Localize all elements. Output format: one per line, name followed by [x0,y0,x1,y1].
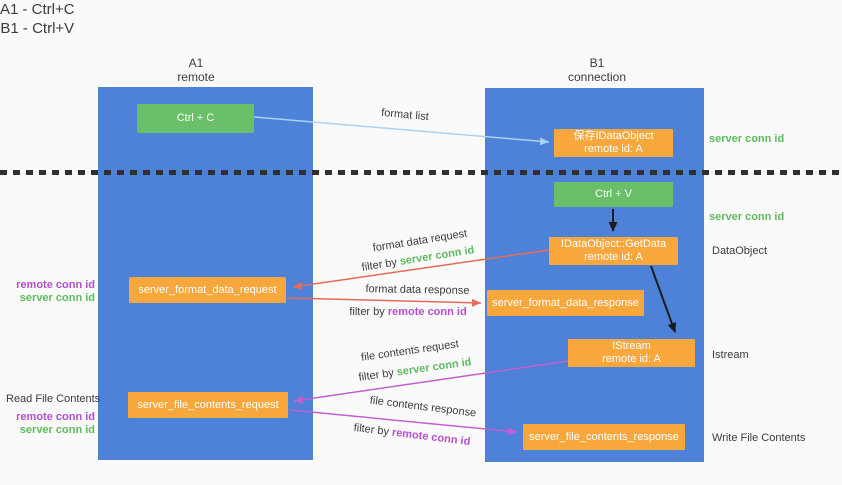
filter-by-prefix: filter by [353,421,393,439]
node-ctrl-c-label: Ctrl + C [176,112,215,124]
filter-by-prefix: filter by [357,366,398,384]
node-idataobject-getdata: IDataObject::GetData remote id: A [549,237,678,265]
annotation-server-conn-id-top: server conn id [709,133,785,145]
node-server-file-contents-request-label: server_file_contents_request [137,398,279,411]
remote-conn-id-text: remote conn id [391,426,471,449]
lifeline-header-b1: B1 connection [489,56,705,84]
annotation-dataobject: DataObject [712,245,768,257]
node-ctrl-c: Ctrl + C [137,104,254,133]
filter-by-prefix: filter by [349,306,388,318]
server-conn-id-text: server conn id [395,356,473,379]
title-line-1: A1 - Ctrl+C [0,1,75,18]
node-ctrl-v-label: Ctrl + V [595,188,632,200]
diagram-title: A1 - Ctrl+C B1 - Ctrl+V [0,0,75,38]
label-filter-by-remote-conn-id-1: filter by remote conn id [338,305,478,319]
node-server-format-data-request-label: server_format_data_request [138,283,277,296]
node-save-idataobject-line2: remote id: A [584,143,643,155]
lifeline-a1-name: A1 [188,56,204,70]
node-getdata-line2: remote id: A [584,251,643,263]
node-istream-line2: remote id: A [602,353,661,365]
node-server-format-data-response-label: server_format_data_response [492,296,639,309]
node-istream: IStream remote id: A [568,339,695,367]
title-line-2: B1 - Ctrl+V [0,20,75,37]
annotation-left-conn-ids-bottom: remote conn id server conn id [0,411,95,437]
annotation-server-conn-id-left-bottom: server conn id [19,424,95,436]
label-file-contents-response: file contents response [369,394,477,420]
node-getdata-line1: IDataObject::GetData [560,238,667,250]
node-server-file-contents-response-label: server_file_contents_response [529,430,679,443]
lifeline-header-a1: A1 remote [88,56,304,84]
node-save-idataobject-line1: 保存IDataObject [573,130,654,142]
node-save-idataobject: 保存IDataObject remote id: A [554,129,673,157]
lifeline-a1-subtitle: remote [177,70,215,84]
label-format-list: format list [380,106,430,124]
label-filter-by-remote-conn-id-2: filter by remote conn id [342,420,483,451]
annotation-server-conn-id-mid: server conn id [709,211,785,223]
node-server-file-contents-request: server_file_contents_request [128,392,288,418]
dotted-divider-line [0,170,842,175]
label-format-data-response: format data response [365,283,470,297]
arrow-format-data-response [287,297,482,307]
annotation-read-file-contents: Read File Contents [6,393,101,405]
lifeline-b1-name: B1 [589,56,605,70]
annotation-remote-conn-id-bottom: remote conn id [16,411,95,423]
annotation-server-conn-id-left-top: server conn id [19,292,95,304]
node-ctrl-v: Ctrl + V [554,182,673,207]
filter-by-prefix: filter by [360,255,401,274]
remote-conn-id-text: remote conn id [387,306,467,318]
lifeline-b1-subtitle: connection [567,70,627,84]
node-server-format-data-request: server_format_data_request [129,277,286,303]
annotation-istream: Istream [712,349,749,361]
node-server-format-data-response: server_format_data_response [487,290,644,316]
annotation-write-file-contents: Write File Contents [712,432,806,444]
node-server-file-contents-response: server_file_contents_response [523,424,685,450]
annotation-remote-conn-id-top: remote conn id [16,279,95,291]
annotation-left-conn-ids-top: remote conn id server conn id [0,279,95,305]
node-istream-line1: IStream [612,340,651,352]
